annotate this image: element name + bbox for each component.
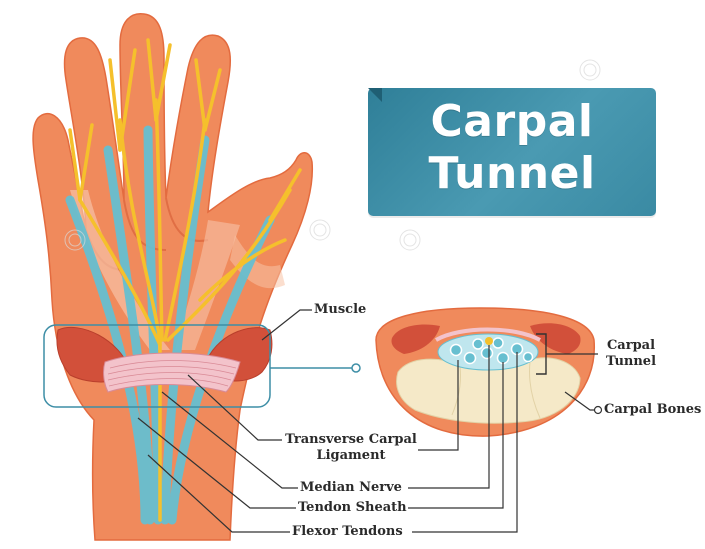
nerve-branch xyxy=(78,123,94,202)
leader-tendon-sheath xyxy=(137,417,296,509)
nerve-branch xyxy=(118,48,137,152)
tendon-line xyxy=(143,125,163,525)
nerve-branch xyxy=(146,38,158,122)
callout-lines xyxy=(137,309,598,533)
label-transverse-line-1: Transverse Carpal xyxy=(285,432,417,447)
title-line-1: Carpal xyxy=(430,96,594,147)
leader-flexor-right xyxy=(412,352,518,533)
page-title: Carpal Tunnel xyxy=(368,96,656,200)
leader-flexor xyxy=(147,454,290,533)
hollow-circle-icon xyxy=(593,405,603,415)
palm-shading xyxy=(70,190,170,350)
label-carpal-tunnel-line-2: Tunnel xyxy=(605,354,657,369)
hollow-circle-icon xyxy=(351,363,361,373)
bone-separator xyxy=(451,365,461,416)
nerve-branch xyxy=(268,168,302,222)
label-carpal-tunnel: Carpal Tunnel xyxy=(600,338,662,370)
label-muscle: Muscle xyxy=(314,302,367,317)
nerve-branch xyxy=(154,98,164,342)
ligament-arc xyxy=(434,327,541,342)
nerve-branch xyxy=(198,238,287,302)
tendon-line xyxy=(160,135,210,525)
title-banner xyxy=(368,88,656,216)
title-line-2: Tunnel xyxy=(428,148,596,199)
nerve-branch xyxy=(118,118,162,342)
finger-crease xyxy=(165,197,209,242)
hand-skin xyxy=(32,13,314,541)
spiral-watermark-icon xyxy=(64,59,601,251)
leader-median xyxy=(161,391,298,489)
nerve-branch xyxy=(203,68,222,132)
cross-section-muscle-left xyxy=(391,324,440,354)
nerve-branch xyxy=(194,58,207,132)
label-transverse-carpal-ligament: Transverse Carpal Ligament xyxy=(284,432,418,464)
bone-separator xyxy=(529,361,541,419)
nerve-branch xyxy=(78,198,162,347)
leader-transverse-right xyxy=(418,360,459,451)
hand-illustration xyxy=(32,13,361,541)
leader-median-right xyxy=(408,345,490,489)
nerve-branch xyxy=(163,118,207,342)
label-tendon-sheath: Tendon Sheath xyxy=(298,500,407,515)
nerve-branch xyxy=(154,43,172,122)
nerve-branch xyxy=(108,58,122,152)
leader-muscle xyxy=(261,309,312,341)
ligament-fibers xyxy=(107,360,237,387)
label-carpal-bones: Carpal Bones xyxy=(604,402,702,417)
wrist-highlight-box xyxy=(43,324,271,408)
cross-section-muscle-right xyxy=(530,323,581,354)
wrist-cross-section xyxy=(375,307,598,437)
median-nerve-dot xyxy=(485,337,493,345)
tendon-line xyxy=(103,145,155,525)
leader-sheath-right xyxy=(408,362,504,509)
label-transverse-line-2: Ligament xyxy=(316,448,386,463)
leader-transverse xyxy=(187,374,282,441)
label-carpal-tunnel-line-1: Carpal xyxy=(606,338,656,353)
banner-fold xyxy=(368,88,382,102)
nerve-branch xyxy=(68,128,82,202)
median-nerve-branches xyxy=(68,38,302,522)
label-median-nerve: Median Nerve xyxy=(300,480,402,495)
label-flexor-tendons: Flexor Tendons xyxy=(292,524,403,539)
